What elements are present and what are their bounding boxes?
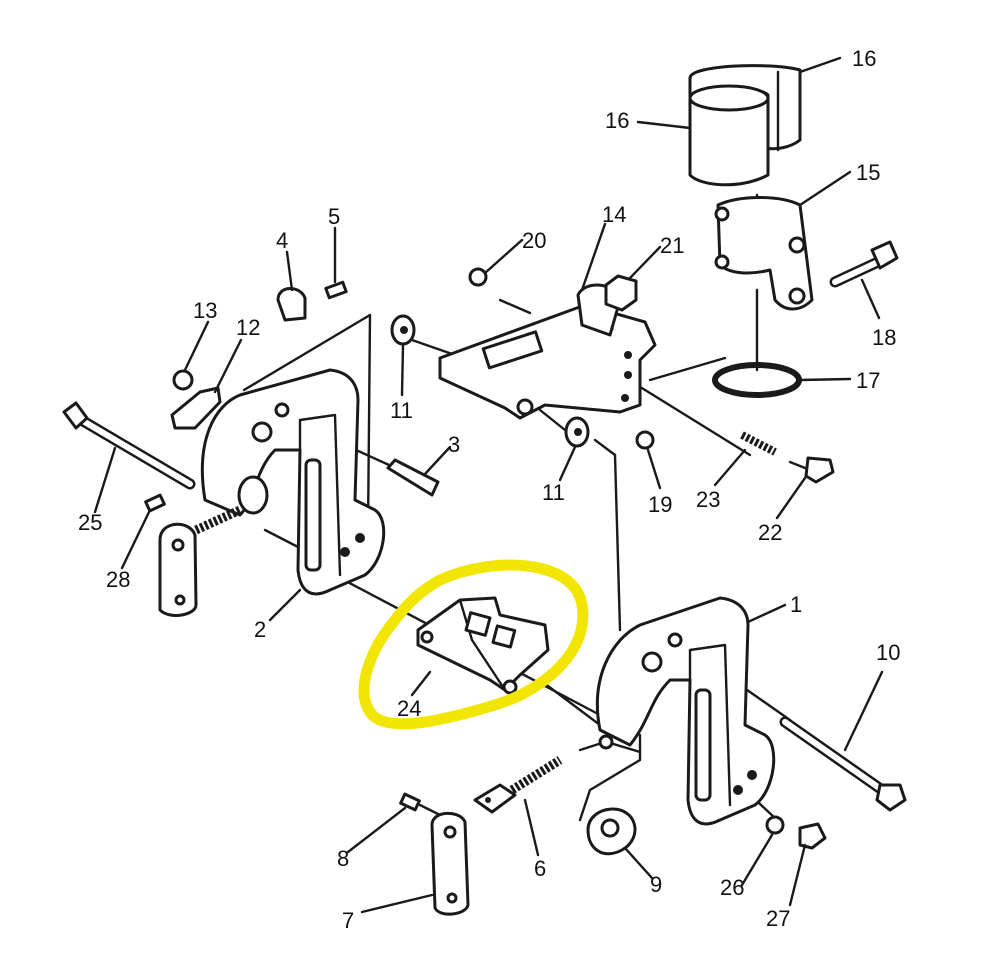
label-part-21: 21 [660, 233, 684, 258]
label-part-3: 3 [448, 432, 460, 457]
label-part-28: 28 [106, 567, 130, 592]
label-part-20: 20 [522, 228, 546, 253]
part-20-nut [468, 267, 488, 287]
part-15-clamp [714, 196, 814, 311]
label-part-18: 18 [872, 325, 896, 350]
label-part-24: 24 [397, 696, 421, 721]
label-part-6: 6 [534, 856, 546, 881]
label-part-13: 13 [193, 298, 217, 323]
label-part-16: 16 [852, 46, 876, 71]
label-part-26: 26 [720, 875, 744, 900]
label-part-2: 2 [254, 617, 266, 642]
label-part-1: 1 [790, 592, 802, 617]
part-9-pad [586, 807, 637, 856]
part-12-plate [170, 386, 222, 430]
highlight-circle [358, 559, 589, 730]
part-6-screw [473, 756, 563, 814]
label-part-17: 17 [856, 368, 880, 393]
label-part-25: 25 [78, 510, 102, 535]
part-13-nut [172, 369, 194, 391]
label-part-9: 9 [650, 872, 662, 897]
label-part-5: 5 [328, 204, 340, 229]
label-part-22: 22 [758, 520, 782, 545]
part-3-pin [386, 458, 440, 497]
part-5-pin [324, 280, 348, 300]
label-part-11: 11 [390, 398, 413, 423]
part-7-handle [430, 811, 470, 916]
label-part-4: 4 [276, 228, 288, 253]
label-part-10: 10 [876, 640, 900, 665]
part-14-swivel-bracket [438, 283, 657, 420]
part-25-bolt [62, 401, 196, 490]
part-labels: 16 16 15 18 17 14 20 21 4 5 13 12 11 3 1… [78, 46, 900, 933]
leader-lines [93, 56, 884, 914]
label-part-16: 16 [605, 108, 629, 133]
part-22-wing-screw [788, 456, 835, 484]
part-19-nut [635, 430, 655, 450]
part-26-nut [765, 815, 785, 835]
part-21-block [604, 274, 638, 312]
part-28-pin [144, 493, 166, 513]
label-part-12: 12 [236, 315, 260, 340]
part-2-clamp-bracket [200, 368, 386, 596]
label-part-27: 27 [766, 906, 790, 931]
label-part-19: 19 [648, 492, 672, 517]
part-4-cap [276, 287, 307, 322]
label-part-7: 7 [342, 908, 354, 933]
label-part-11: 11 [542, 480, 565, 505]
part-23-spring [740, 431, 777, 456]
label-part-23: 23 [696, 487, 720, 512]
part-16-bushing [688, 64, 802, 187]
part-10-bolt [779, 716, 907, 812]
label-part-15: 15 [856, 160, 880, 185]
label-part-8: 8 [337, 846, 349, 871]
part-18-bolt [829, 240, 899, 288]
part-24-bracket [416, 596, 550, 695]
label-part-14: 14 [602, 202, 626, 227]
part-1-clamp-bracket [595, 596, 776, 826]
part-27-wing-screw [798, 822, 827, 850]
part-8-pin [399, 792, 421, 812]
left-clamp-handle [158, 505, 242, 617]
